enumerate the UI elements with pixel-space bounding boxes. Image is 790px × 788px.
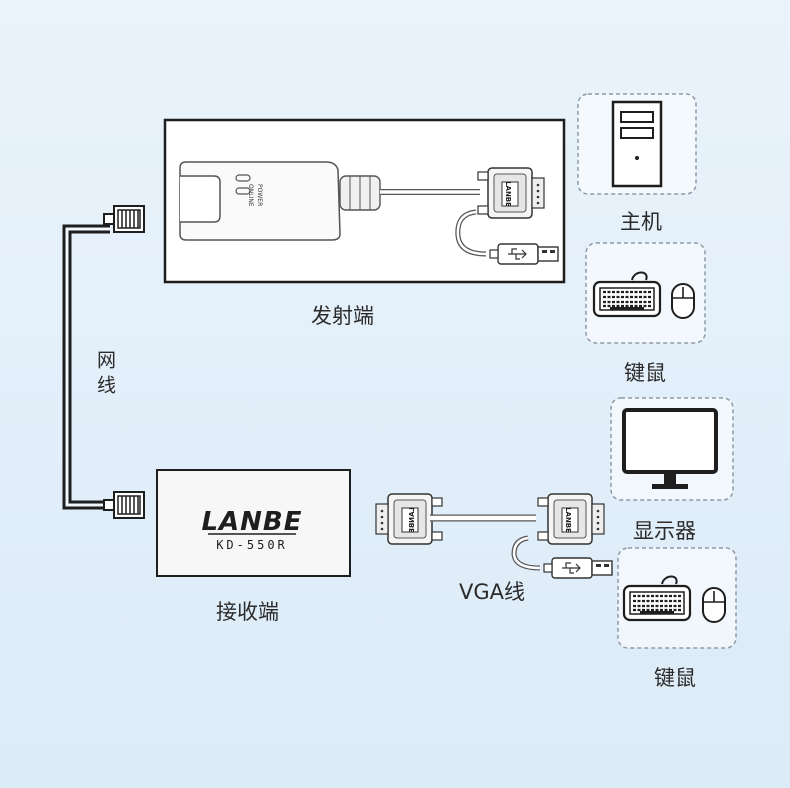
host-panel <box>577 93 697 195</box>
receiver-brand: LANBE <box>201 507 302 537</box>
keyboard-mouse-panel-bottom <box>617 547 737 649</box>
network-cable <box>62 224 110 510</box>
sender-label: 发射端 <box>311 304 374 328</box>
keyboard-mouse-label-bottom: 键鼠 <box>654 666 696 690</box>
power-led-label: POWER <box>256 184 263 206</box>
rj45-connector-bottom <box>103 491 145 519</box>
receiver-model: KD-550R <box>216 538 288 552</box>
network-cable-label: 网线 <box>94 350 116 400</box>
monitor-panel <box>610 397 734 501</box>
power-led <box>235 174 251 182</box>
vga-usb-connector <box>543 557 613 579</box>
sender-usb-connector <box>489 243 559 265</box>
rj45-connector-top <box>103 205 145 233</box>
online-led-label: ONLINE <box>247 184 254 207</box>
sender-port <box>180 175 221 223</box>
sender-box: POWER ONLINE <box>163 118 566 284</box>
vga-cable <box>375 493 613 579</box>
mouse-icon <box>671 283 695 319</box>
vga-connector-right <box>537 493 605 545</box>
online-led <box>235 187 251 195</box>
host-label: 主机 <box>620 210 662 234</box>
vga-cable-label: VGA线 <box>459 580 526 604</box>
monitor-icon <box>622 408 718 489</box>
mouse-icon <box>702 587 726 623</box>
keyboard-mouse-label-top: 键鼠 <box>624 361 666 385</box>
keyboard-mouse-panel-top <box>585 242 706 344</box>
receiver-label: 接收端 <box>216 600 279 624</box>
monitor-label: 显示器 <box>633 519 696 543</box>
pc-tower-icon <box>611 100 663 188</box>
receiver-box: LANBE KD-550R <box>156 469 351 577</box>
